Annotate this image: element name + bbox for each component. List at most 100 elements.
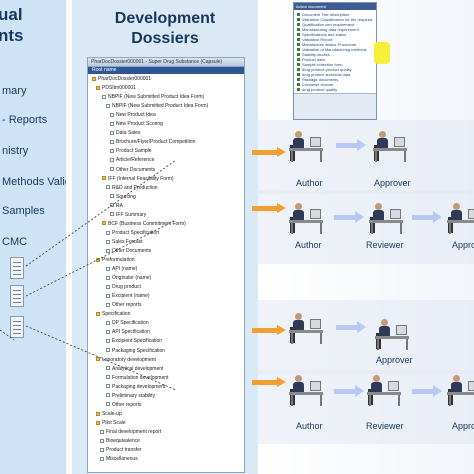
tree-node[interactable]: Formulation development: [106, 375, 168, 382]
tree-node[interactable]: Product Sample: [110, 148, 152, 155]
document-icon: [10, 285, 24, 307]
tree-node[interactable]: New Product Idea: [110, 112, 156, 119]
action-document-window[interactable]: Action document Document Title descripti…: [293, 2, 377, 120]
tree-node[interactable]: NBPIF (New Submitted Product Idea Form): [106, 103, 208, 110]
tree-node[interactable]: Preliminary stability: [106, 393, 155, 400]
inset-list-item[interactable]: Stability studies: [297, 52, 330, 57]
inset-list-item[interactable]: Product data: [297, 57, 325, 62]
inset-title: Action document: [294, 3, 376, 10]
inset-list-item[interactable]: Package documents: [297, 77, 338, 82]
folder-icon: [96, 357, 100, 362]
tree-node-label: Product Sample: [116, 148, 152, 155]
inset-list-item[interactable]: Validation of Manufacturing methods: [297, 47, 367, 52]
tree-node[interactable]: IFF (Internal Feasibility Form): [102, 176, 174, 183]
window-titlebar: PharDocDossier000001 - Super Drug Substa…: [88, 58, 244, 67]
inset-list-item[interactable]: Validation Classification for the requir…: [297, 17, 372, 22]
tree-node[interactable]: NBPIF (New Submitted Product Idea Form): [102, 94, 204, 101]
tree-node[interactable]: Originator (name): [106, 275, 151, 282]
inset-list-item[interactable]: Specifications and status: [297, 32, 346, 37]
tree-node[interactable]: Specification: [96, 311, 130, 318]
tree-node[interactable]: Packaging development: [106, 384, 165, 391]
document-icon: [106, 293, 110, 298]
tree-node[interactable]: Other Documents: [110, 167, 155, 174]
tree-node[interactable]: Miscellaneous: [100, 456, 138, 463]
tree-node[interactable]: Product transfer: [100, 447, 142, 454]
tree-node[interactable]: Analytical development: [106, 366, 163, 373]
tree-node[interactable]: IFF Summary: [110, 212, 146, 219]
tree-node[interactable]: Sourcing: [110, 194, 136, 201]
left-item-samples[interactable]: Samples: [2, 205, 45, 217]
author-figure: [286, 310, 326, 344]
document-icon: [100, 456, 104, 461]
left-item-methods-validation[interactable]: Methods Validatio: [2, 176, 66, 188]
tree-node[interactable]: Other reports: [106, 402, 141, 409]
inset-list-item[interactable]: Manufacture and/or Procedure: [297, 42, 356, 47]
inset-item-label: drug product product quality: [302, 67, 352, 72]
inset-list-item[interactable]: drug product quality: [297, 87, 337, 92]
left-title-line-2: nts: [0, 26, 24, 45]
item-icon: [297, 43, 300, 47]
tree-node[interactable]: DP Specification: [106, 320, 149, 327]
tree-node[interactable]: Excipient Specification: [106, 338, 162, 345]
document-icon: [100, 429, 104, 434]
tree-node[interactable]: API (name): [106, 266, 137, 273]
inset-item-label: Validation of Manufacturing methods: [302, 47, 367, 52]
inset-list-item[interactable]: Manufacturing data requirement: [297, 27, 359, 32]
tree-node[interactable]: Packaging Specification: [106, 348, 165, 355]
tree-node[interactable]: Article/Reference: [110, 157, 154, 164]
inset-list-item[interactable]: drug product technical data: [297, 72, 350, 77]
left-item-reports[interactable]: - Reports: [2, 114, 48, 126]
tree-node[interactable]: Brochure/Flyer/Product Competition: [110, 139, 195, 146]
item-icon: [297, 78, 300, 82]
tree-node-label: Originator (name): [112, 275, 152, 282]
inset-list-item[interactable]: Qualification cert requirement: [297, 22, 354, 27]
document-icon: [106, 375, 110, 380]
tree-node[interactable]: Data Sales: [110, 130, 140, 137]
folder-icon: [96, 257, 100, 262]
tree-node[interactable]: RA: [110, 203, 123, 210]
left-item-chemistry[interactable]: nistry: [2, 145, 29, 157]
tree-node[interactable]: Excipient (name): [106, 293, 150, 300]
tree-node[interactable]: Preformulation: [96, 257, 135, 264]
document-icon: [100, 438, 104, 443]
tree-node[interactable]: PDSItm000001: [96, 85, 136, 92]
dossier-tree-window[interactable]: PharDocDossier000001 - Super Drug Substa…: [87, 57, 245, 473]
tree-node[interactable]: Final development report: [100, 429, 161, 436]
tree-node[interactable]: Product Specification: [106, 230, 159, 237]
tree-node[interactable]: Other Documents: [106, 248, 151, 255]
tree-node[interactable]: Drug product: [106, 284, 141, 291]
tree-node-label: Bioequivalence: [106, 438, 140, 444]
tree-node[interactable]: API Specification: [106, 329, 150, 336]
tree-node-label: RA: [116, 202, 123, 209]
tree-node[interactable]: New Product Scoring: [110, 121, 163, 128]
tree-node-label: Drug product: [112, 284, 141, 291]
inset-item-label: Validation Report: [302, 37, 333, 42]
document-icon: [106, 402, 110, 407]
inset-list-item[interactable]: Validation Report: [297, 37, 332, 42]
inset-list-item[interactable]: Document Title description: [297, 12, 349, 17]
item-icon: [297, 83, 300, 87]
tree-node[interactable]: PharDocDossier000001: [92, 76, 151, 83]
inset-list-item[interactable]: Sample collection form: [297, 62, 342, 67]
tree-node-label: BCF (Business Commitment Form): [108, 220, 186, 227]
tree-node[interactable]: Pilot Scale: [96, 420, 126, 427]
tree-node-label: Analytical development: [112, 365, 164, 372]
document-icon: [110, 194, 114, 199]
tree-node[interactable]: Scale-up: [96, 411, 122, 418]
tree-node-label: PharDocDossier000001: [98, 76, 152, 82]
tree-node[interactable]: Laboratory development: [96, 357, 156, 364]
tree-node[interactable]: R&D and Production: [106, 185, 158, 192]
tree-node[interactable]: Bioequivalence: [100, 438, 140, 445]
left-item-summary[interactable]: mary: [2, 85, 27, 97]
left-item-cmc[interactable]: CMC: [2, 236, 28, 248]
document-icon: [110, 212, 114, 217]
tree-node[interactable]: Other reports: [106, 302, 141, 309]
inset-list-item[interactable]: drug product product quality: [297, 67, 352, 72]
approver-figure: [444, 372, 474, 406]
tree-node[interactable]: BCF (Business Commitment Form): [102, 221, 186, 228]
inset-list-item[interactable]: Container closure: [297, 82, 333, 87]
item-icon: [297, 48, 300, 52]
tree-node-label: API (name): [112, 266, 138, 273]
tree-node[interactable]: Sales Forcast: [106, 239, 143, 246]
reviewer-figure: [366, 200, 406, 234]
